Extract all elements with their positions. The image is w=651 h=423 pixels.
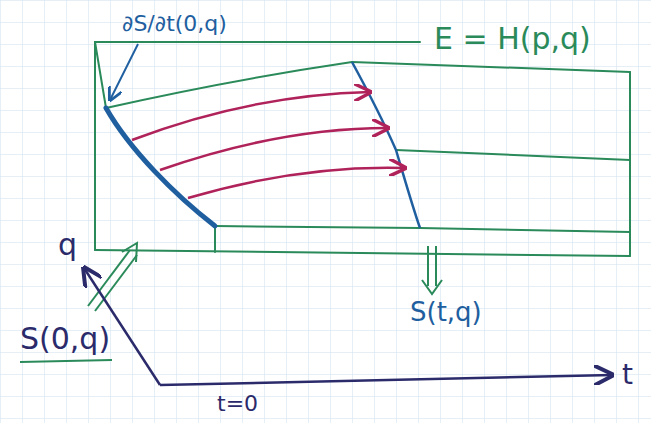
leader-arrow <box>110 44 138 100</box>
double-arrow <box>422 246 442 294</box>
origin-label: t=0 <box>215 392 260 416</box>
initial-value-label: S(0,q) <box>18 322 112 355</box>
energy-label: E = H(p,q) <box>432 22 593 55</box>
initial-curve <box>106 108 215 226</box>
final-curve <box>352 62 420 228</box>
box-outline <box>95 42 630 256</box>
axis-label: t <box>620 360 635 391</box>
derivative-label: ∂S/∂t(0,q) <box>120 12 229 36</box>
solution-label: S(t,q) <box>408 298 484 327</box>
double-arrow <box>88 243 137 311</box>
underline <box>20 360 112 362</box>
t-axis <box>160 375 612 385</box>
axis-label: q <box>56 228 79 261</box>
characteristic-arrows <box>132 92 405 198</box>
